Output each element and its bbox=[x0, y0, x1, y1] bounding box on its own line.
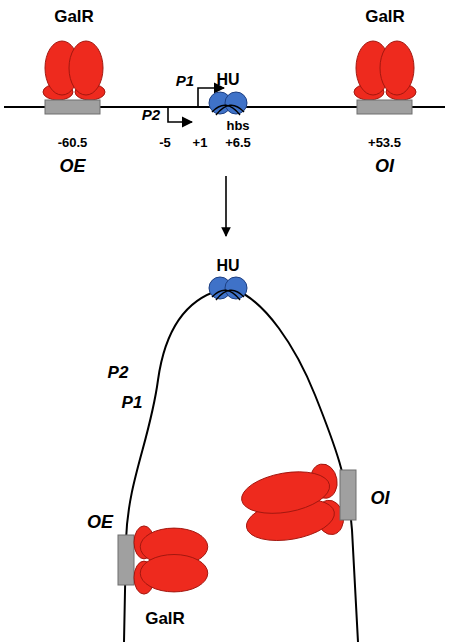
operator-site bbox=[357, 100, 412, 114]
operator-box: OI bbox=[338, 468, 398, 524]
site-label: P1 bbox=[122, 394, 143, 411]
site-label: hbs bbox=[226, 119, 249, 132]
transition-arrow bbox=[225, 176, 227, 236]
node-label: HU bbox=[216, 258, 239, 274]
operator-site bbox=[45, 100, 100, 114]
site-label: P2 bbox=[108, 364, 129, 381]
dna-strand bbox=[236, 290, 358, 642]
node-label: -60.5 bbox=[58, 136, 88, 149]
galr-protein bbox=[238, 462, 346, 549]
galr-subunit bbox=[69, 41, 103, 95]
galr-protein: GalR bbox=[349, 4, 421, 100]
operator-box: +53.5OI bbox=[357, 100, 412, 176]
site-label: +1 bbox=[193, 136, 208, 149]
site-label: -5 bbox=[159, 136, 171, 149]
operator-site bbox=[118, 535, 134, 585]
node-label: GalR bbox=[54, 8, 94, 25]
node-label: OE bbox=[87, 513, 113, 531]
node-label: GalR bbox=[145, 610, 185, 627]
node-label: OI bbox=[375, 157, 394, 175]
site-label: P1 bbox=[176, 73, 194, 88]
galr-protein: GalR bbox=[130, 515, 230, 630]
operator-box: OE bbox=[86, 508, 136, 588]
hu-protein: HU bbox=[200, 70, 256, 116]
operator-site bbox=[340, 470, 356, 520]
galr-subunit bbox=[380, 41, 414, 95]
galr-protein: GalR bbox=[38, 4, 110, 100]
hu-arm bbox=[216, 290, 244, 300]
node-label: GalR bbox=[365, 8, 405, 25]
promoter-arrow bbox=[168, 107, 192, 122]
hu-protein: HU bbox=[200, 256, 256, 302]
site-label: +6.5 bbox=[225, 136, 251, 149]
node-label: +53.5 bbox=[368, 136, 401, 149]
node-label: HU bbox=[216, 72, 239, 88]
operator-box: -60.5OE bbox=[45, 100, 100, 176]
node-label: OI bbox=[370, 489, 389, 507]
site-label: P2 bbox=[142, 107, 160, 122]
node-label: OE bbox=[59, 157, 85, 175]
dna-strand bbox=[124, 290, 220, 642]
galr-subunit bbox=[140, 555, 208, 592]
hu-arm bbox=[216, 105, 244, 115]
